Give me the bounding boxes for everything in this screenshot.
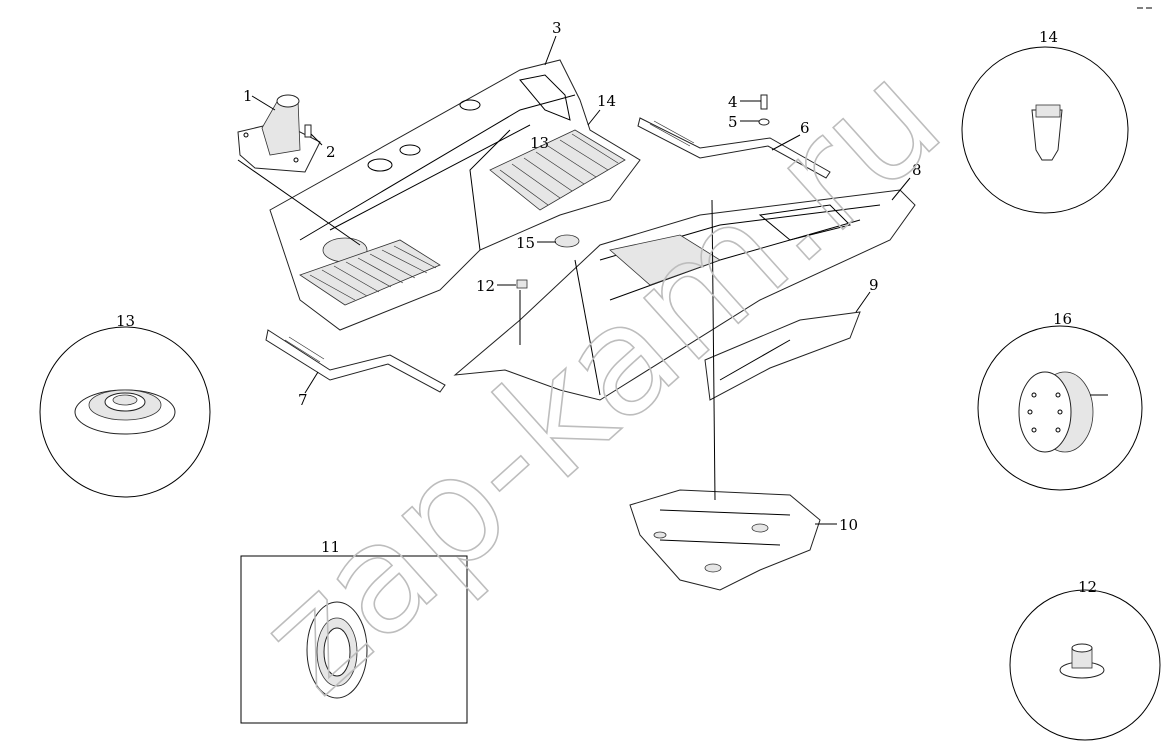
callout-15: 15 — [516, 234, 535, 252]
callout-10: 10 — [839, 516, 858, 534]
detail-view-14: 14 — [961, 28, 1129, 214]
bolt — [304, 124, 312, 138]
callout-9: 9 — [869, 276, 879, 294]
callout-7: 7 — [298, 391, 308, 409]
callout-4: 4 — [728, 93, 738, 111]
skid-plate — [629, 489, 821, 591]
rear-floor-pan — [453, 189, 916, 401]
callout-8: 8 — [912, 161, 922, 179]
callout-labels: 1 2 3 14 13 4 5 6 7 8 9 10 12 15 — [243, 19, 922, 534]
washer-5 — [758, 118, 770, 126]
detail-label-14: 14 — [1039, 28, 1058, 46]
front-floor-pan — [269, 59, 641, 331]
callout-1: 1 — [243, 87, 253, 105]
callout-5: 5 — [728, 113, 738, 131]
sill-right — [637, 117, 831, 179]
callout-2: 2 — [326, 143, 336, 161]
leader-lines — [237, 35, 911, 525]
detail-label-16: 16 — [1053, 310, 1072, 328]
assembly-axis — [711, 199, 716, 501]
nut-12 — [516, 279, 528, 289]
detail-view-13: 13 — [39, 312, 211, 498]
shift-boot — [237, 94, 321, 173]
plug — [554, 234, 580, 248]
callout-13-main: 13 — [530, 134, 549, 152]
detail-view-11: 11 — [240, 538, 468, 724]
callout-12-main: 12 — [476, 277, 495, 295]
callout-3: 3 — [552, 19, 562, 37]
detail-label-12: 12 — [1078, 578, 1097, 596]
detail-view-16: 16 — [977, 310, 1143, 491]
sill-left — [265, 329, 446, 393]
detail-label-13: 13 — [116, 312, 135, 330]
watermark: zap-kam.ru — [228, 31, 974, 727]
side-panel — [704, 311, 861, 401]
callout-6: 6 — [800, 119, 810, 137]
detail-view-12: 12 — [1009, 578, 1161, 741]
bolt-4 — [760, 94, 768, 110]
callout-14-main: 14 — [597, 92, 616, 110]
detail-label-11: 11 — [321, 538, 340, 556]
